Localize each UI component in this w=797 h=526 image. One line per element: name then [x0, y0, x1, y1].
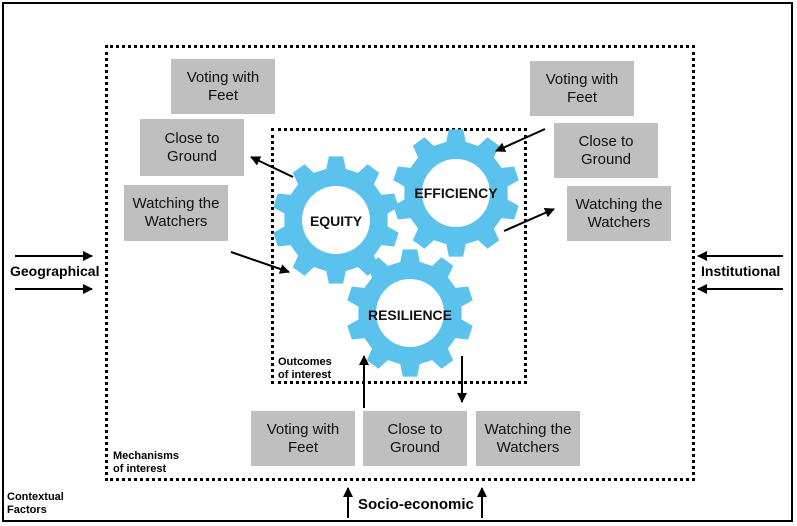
- resilience-gear-label: RESILIENCE: [368, 307, 452, 323]
- efficiency-gear-hub: [422, 159, 490, 227]
- socio-economic-label: Socio-economic: [358, 496, 474, 513]
- right-close-to-ground-box: Close to Ground: [554, 123, 658, 178]
- left-watching-the-watchers-box: Watching the Watchers: [124, 185, 228, 241]
- right-watching-the-watchers-box: Watching the Watchers: [567, 186, 671, 241]
- arrow-efficiency-to-watching: [503, 208, 555, 232]
- outcomes-boundary: [271, 128, 527, 384]
- bottom-voting-with-feet-box: Voting with Feet: [251, 411, 355, 466]
- equity-gear-hub: [302, 186, 370, 254]
- institutional-label: Institutional: [701, 263, 781, 279]
- equity-gear-label: EQUITY: [310, 213, 363, 229]
- left-voting-with-feet-box: Voting with Feet: [171, 59, 275, 114]
- outcomes-of-interest-label: Outcomes of interest: [278, 356, 332, 381]
- bottom-close-to-ground-box: Close to Ground: [363, 411, 467, 466]
- left-close-to-ground-box: Close to Ground: [140, 119, 244, 176]
- mechanisms-boundary: [105, 45, 695, 481]
- geographical-label: Geographical: [10, 263, 100, 279]
- arrow-equity-to-close-to-ground: [250, 156, 294, 178]
- arrow-close-to-ground-to-efficiency: [495, 128, 546, 152]
- arrow-watching-to-equity: [230, 251, 290, 274]
- right-voting-with-feet-box: Voting with Feet: [530, 61, 634, 116]
- bottom-watching-the-watchers-box: Watching the Watchers: [476, 411, 580, 466]
- contextual-factors-label: Contextual Factors: [7, 491, 64, 516]
- mechanisms-of-interest-label: Mechanisms of interest: [113, 450, 180, 475]
- resilience-gear-hub: [376, 279, 444, 347]
- efficiency-gear-label: EFFICIENCY: [414, 185, 498, 201]
